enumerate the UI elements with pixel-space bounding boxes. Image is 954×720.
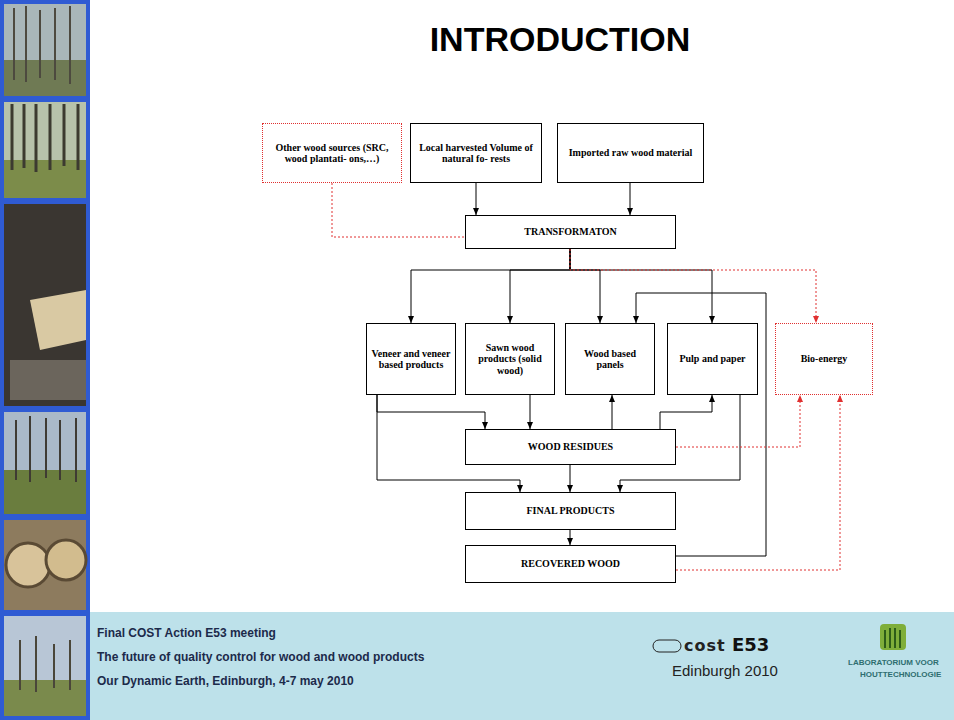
footer-text: The future of quality control for wood a… xyxy=(97,650,424,664)
dotted-box: Bio-energy xyxy=(775,323,873,395)
flow-arrow xyxy=(510,249,570,323)
process-box: Veneer and veneer based products xyxy=(366,323,456,395)
photo xyxy=(10,360,86,400)
flow-arrow xyxy=(530,395,531,429)
process-box: Local harvested Volume of natural fo- re… xyxy=(410,123,542,183)
dotted-box: Other wood sources (SRC, wood plantati- … xyxy=(262,123,402,183)
box-text: FINAL PRODUCTS xyxy=(526,505,614,517)
flow-arrow xyxy=(570,465,571,492)
footer-band xyxy=(90,612,954,720)
flow-arrow xyxy=(411,249,570,323)
box-text: Veneer and veneer based products xyxy=(371,348,451,371)
tree-trunks xyxy=(16,416,76,482)
process-box: Wood based panels xyxy=(565,323,655,395)
process-box: TRANSFORMATON xyxy=(465,215,676,249)
footer-text: Our Dynamic Earth, Edinburgh, 4-7 may 20… xyxy=(97,674,354,688)
flow-arrow xyxy=(612,395,613,429)
flow-arrow xyxy=(660,395,712,429)
process-box: FINAL PRODUCTS xyxy=(465,492,676,530)
photo xyxy=(4,680,86,716)
box-text: Wood based panels xyxy=(570,348,650,371)
box-text: Local harvested Volume of natural fo- re… xyxy=(415,142,537,165)
sawn-board xyxy=(30,290,86,350)
lab-logo-icon xyxy=(880,624,906,650)
dotted-connector xyxy=(676,395,800,447)
flow-arrow xyxy=(476,183,477,215)
logo-text: E53 xyxy=(732,634,769,655)
photo xyxy=(4,60,86,96)
flow-arrow xyxy=(570,530,571,545)
tree-trunks xyxy=(14,6,70,84)
flow-arrow xyxy=(377,395,485,429)
photo xyxy=(4,412,86,514)
flow-arrow xyxy=(630,183,631,215)
box-text: WOOD RESIDUES xyxy=(528,441,613,453)
logo-text: HOUTTECHNOLOGIE xyxy=(860,670,941,679)
process-box: Pulp and paper xyxy=(667,323,758,395)
photo xyxy=(4,520,86,610)
photo xyxy=(4,4,86,96)
dotted-connector xyxy=(570,249,816,323)
box-text: RECOVERED WOOD xyxy=(521,558,620,570)
photo-strip xyxy=(0,0,90,720)
photo xyxy=(4,102,86,198)
process-box: Sawn wood products (solid wood) xyxy=(465,323,555,395)
photo xyxy=(4,160,86,198)
log-end xyxy=(6,543,50,587)
logo-text: cost xyxy=(684,636,726,655)
cost-logo-mark xyxy=(653,640,681,652)
logo-text: LABORATORIUM VOOR xyxy=(848,658,939,667)
logo-text: Edinburgh 2010 xyxy=(672,662,778,679)
process-box: WOOD RESIDUES xyxy=(465,429,676,465)
box-text: Other wood sources (SRC, wood plantati- … xyxy=(267,142,397,165)
flow-arrow xyxy=(570,249,712,323)
box-text: Bio-energy xyxy=(801,353,848,365)
box-text: Sawn wood products (solid wood) xyxy=(470,342,550,377)
dotted-connector xyxy=(332,183,465,237)
tree-trunks xyxy=(12,104,78,172)
dotted-connector xyxy=(676,395,840,570)
box-text: TRANSFORMATON xyxy=(524,226,616,238)
tree-trunks xyxy=(20,636,70,692)
flow-arrow xyxy=(570,249,600,323)
process-box: RECOVERED WOOD xyxy=(465,545,676,583)
footer-text: Final COST Action E53 meeting xyxy=(97,626,276,640)
box-text: Imported raw wood material xyxy=(569,147,693,159)
photo xyxy=(4,204,86,406)
box-text: Pulp and paper xyxy=(679,353,745,365)
log-end xyxy=(46,540,86,580)
process-box: Imported raw wood material xyxy=(557,123,704,183)
slide-title: INTRODUCTION xyxy=(360,20,760,59)
photo xyxy=(4,616,86,716)
